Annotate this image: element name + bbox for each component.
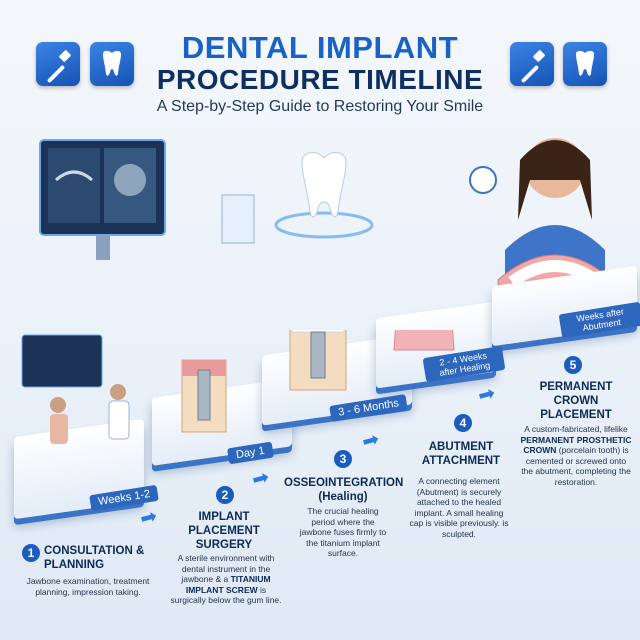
step-description: Jawbone examination, treatment planning,… <box>26 576 150 597</box>
step-title: CONSULTATION & PLANNING <box>44 545 145 571</box>
step-description: A custom-fabricated, lifelike PERMANENT … <box>520 424 632 487</box>
toothbrush-tile-left <box>36 42 80 86</box>
toothbrush-icon <box>47 50 71 83</box>
page-subtitle: A Step-by-Step Guide to Restoring Your S… <box>156 98 484 115</box>
step-title: PERMANENT CROWN PLACEMENT <box>539 381 613 421</box>
step-description: A sterile environment with dental instru… <box>170 553 282 605</box>
arrow-icon: ➡ <box>137 503 160 531</box>
step-number-badge: 5 <box>564 356 582 374</box>
step-title: IMPLANT PLACEMENT SURGERY <box>188 511 260 551</box>
step-number-badge: 4 <box>454 414 472 432</box>
tooth-display-panel <box>221 194 255 244</box>
doctor-figure <box>110 384 126 400</box>
step-description: A connecting element (Abutment) is secur… <box>409 476 509 539</box>
step-title: OSSEOINTEGRATION (Healing) <box>284 477 404 503</box>
clinic-monitor-icon <box>21 334 103 388</box>
gum-model-step4 <box>393 330 455 351</box>
patient-figure <box>50 397 66 413</box>
toothbrush-tile-right <box>510 42 554 86</box>
step-number-badge: 3 <box>334 450 352 468</box>
tooth-tile-right <box>563 42 607 86</box>
tooth-icon <box>103 50 121 76</box>
tooth-badge-icon <box>469 166 497 194</box>
toothbrush-icon <box>521 50 545 83</box>
step-number-badge: 1 <box>22 544 40 562</box>
hologram-tooth-icon <box>274 152 374 239</box>
tooth-tile-left <box>90 42 134 86</box>
step-description: The crucial healing period where the jaw… <box>299 506 387 558</box>
procedure-models-illustration <box>21 330 455 444</box>
step-title: ABUTMENT ATTACHMENT <box>421 441 501 467</box>
tooth-icon <box>576 50 594 76</box>
xray-monitor-icon <box>39 139 166 260</box>
page-title-line1: DENTAL IMPLANT <box>181 30 459 65</box>
page-title-line2: PROCEDURE TIMELINE <box>156 64 484 95</box>
step-number-badge: 2 <box>216 486 234 504</box>
implant-screw-icon <box>197 369 211 421</box>
